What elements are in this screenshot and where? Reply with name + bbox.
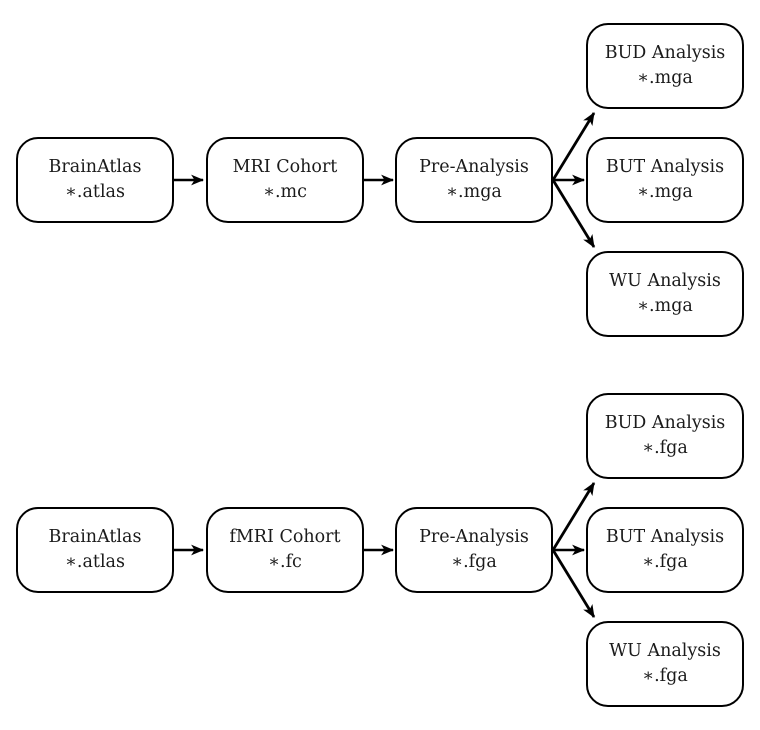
node-fmri-wu-analysis: WU Analysis ∗.fga	[586, 621, 744, 707]
node-title: BrainAtlas	[48, 157, 142, 177]
node-mri-cohort: MRI Cohort ∗.mc	[206, 137, 364, 223]
node-title: BrainAtlas	[48, 527, 142, 547]
node-subtitle: ∗.mga	[637, 182, 693, 202]
node-title: fMRI Cohort	[229, 527, 341, 547]
node-title: BUT Analysis	[605, 527, 725, 547]
node-subtitle: ∗.mc	[263, 182, 307, 202]
node-subtitle: ∗.fga	[451, 552, 497, 572]
arrow-fmri-preanalysis-to-wu	[551, 549, 596, 618]
node-title: BUT Analysis	[605, 157, 725, 177]
arrow-mri-preanalysis-to-bud	[551, 112, 596, 181]
node-subtitle: ∗.fga	[642, 552, 688, 572]
arrow-mri-preanalysis-to-wu	[551, 179, 596, 248]
node-fmri-cohort: fMRI Cohort ∗.fc	[206, 507, 364, 593]
arrow-fmri-preanalysis-to-bud	[551, 482, 596, 551]
node-subtitle: ∗.fga	[642, 438, 688, 458]
node-mri-bud-analysis: BUD Analysis ∗.mga	[586, 23, 744, 109]
node-subtitle: ∗.atlas	[65, 182, 125, 202]
node-subtitle: ∗.fc	[268, 552, 302, 572]
node-title: Pre-Analysis	[419, 157, 529, 177]
node-mri-pre-analysis: Pre-Analysis ∗.mga	[395, 137, 553, 223]
node-subtitle: ∗.fga	[642, 666, 688, 686]
node-fmri-pre-analysis: Pre-Analysis ∗.fga	[395, 507, 553, 593]
node-title: BUD Analysis	[604, 413, 726, 433]
node-fmri-brainatlas: BrainAtlas ∗.atlas	[16, 507, 174, 593]
node-subtitle: ∗.mga	[637, 68, 693, 88]
node-subtitle: ∗.mga	[446, 182, 502, 202]
node-subtitle: ∗.atlas	[65, 552, 125, 572]
node-title: WU Analysis	[609, 641, 721, 661]
node-title: WU Analysis	[609, 271, 721, 291]
node-title: BUD Analysis	[604, 43, 726, 63]
node-mri-brainatlas: BrainAtlas ∗.atlas	[16, 137, 174, 223]
node-subtitle: ∗.mga	[637, 296, 693, 316]
node-fmri-but-analysis: BUT Analysis ∗.fga	[586, 507, 744, 593]
node-fmri-bud-analysis: BUD Analysis ∗.fga	[586, 393, 744, 479]
node-title: Pre-Analysis	[419, 527, 529, 547]
node-mri-but-analysis: BUT Analysis ∗.mga	[586, 137, 744, 223]
node-title: MRI Cohort	[232, 157, 338, 177]
node-mri-wu-analysis: WU Analysis ∗.mga	[586, 251, 744, 337]
